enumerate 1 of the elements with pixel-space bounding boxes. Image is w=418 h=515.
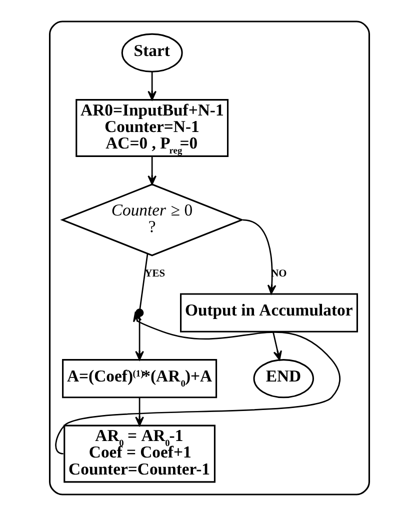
edge-label: YES <box>144 268 165 279</box>
